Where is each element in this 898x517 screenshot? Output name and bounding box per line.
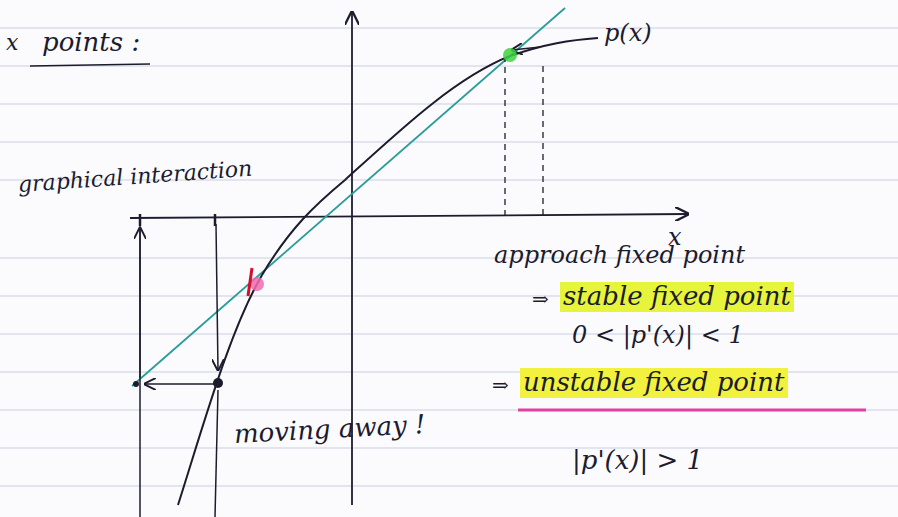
ruled-lines <box>0 28 898 486</box>
stability-term: unstable fixed point <box>520 368 788 398</box>
condition-formula: |p'(x)| > 1 <box>572 446 703 476</box>
x-axis <box>130 214 688 218</box>
unstable-fixed-point <box>250 277 264 291</box>
dashed-guide <box>504 58 505 216</box>
section-heading: points : <box>42 28 140 58</box>
cobweb-line <box>215 390 218 517</box>
behaviour-note: approach fixed point <box>494 242 745 270</box>
dashed-guide <box>542 62 543 215</box>
behaviour-note: moving away ! <box>233 410 426 450</box>
cobweb-arrow <box>139 228 141 378</box>
cobweb-arrow <box>145 383 214 385</box>
implication-arrow: ⇒ <box>492 374 509 397</box>
method-note: graphical interaction <box>17 156 253 198</box>
function-curve <box>178 38 598 505</box>
implication-arrow: ⇒ <box>532 288 549 311</box>
red-mark <box>248 268 252 296</box>
iterate-point <box>133 381 139 387</box>
cobweb-line <box>139 225 141 517</box>
highlight-underline <box>518 409 866 412</box>
iterate-point <box>213 378 223 388</box>
stability-term: stable fixed point <box>560 282 794 312</box>
diagonal-line <box>132 8 565 386</box>
tick-mark <box>214 214 217 226</box>
stable-fixed-point <box>503 48 517 62</box>
function-label: p(x) <box>604 20 652 48</box>
cobweb-arrow <box>216 224 218 370</box>
iteration-arrow <box>512 47 540 50</box>
tick-mark <box>139 214 142 226</box>
condition-formula: 0 < |p'(x)| < 1 <box>572 322 744 350</box>
axis-variable: x <box>6 30 18 55</box>
heading-underline <box>30 64 150 66</box>
